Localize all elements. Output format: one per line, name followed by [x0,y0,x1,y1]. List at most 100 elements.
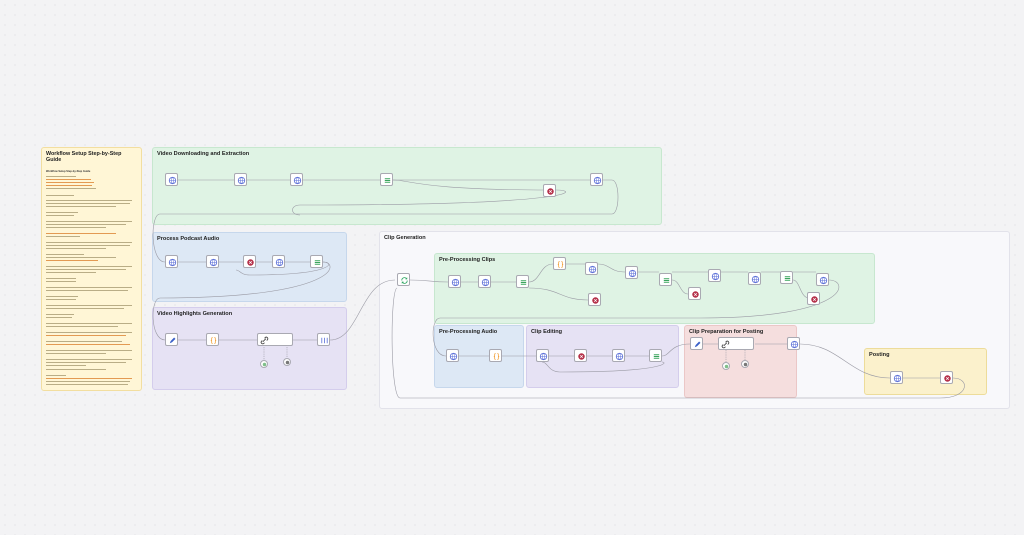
pause-icon [546,187,554,195]
loop-over-items-node[interactable] [397,273,410,286]
video-highlights-note[interactable]: Video Highlights Generation [152,307,347,390]
guide-link-line [46,378,132,380]
branch-icon [314,259,320,265]
http-request-node[interactable] [890,371,903,384]
pre-processing-clips-note[interactable]: Pre-Processing Clips [434,253,875,324]
globe-icon [893,374,901,382]
http-request-node[interactable] [446,349,459,362]
chat-model-subnode[interactable] [260,360,268,368]
if-node[interactable] [380,173,393,186]
section-title: Posting [869,352,890,358]
if-node[interactable] [659,273,672,286]
guide-subtitle: Workflow Setup Step-by-Step Guide [46,170,91,173]
guide-link-line [46,260,98,262]
http-request-node[interactable] [272,255,285,268]
guide-link-line [46,182,94,184]
globe-icon [449,352,457,360]
http-request-node[interactable] [787,337,800,350]
globe-icon [209,258,217,266]
wait-node[interactable] [543,184,556,197]
code-node[interactable] [206,333,219,346]
connection [409,279,449,283]
http-request-node[interactable] [536,349,549,362]
output-parser-subnode[interactable] [283,358,291,366]
link-icon [721,340,729,348]
guide-text-line [46,176,76,178]
download-video-node[interactable] [165,173,178,186]
guide-text-line [46,266,132,268]
code-node[interactable] [489,349,502,362]
guide-text-line [46,212,78,214]
model-icon [262,362,267,367]
wait-node[interactable] [807,292,820,305]
globe-icon [819,276,827,284]
http-request-node[interactable] [748,272,761,285]
chat-model-subnode[interactable] [722,362,730,370]
connection [329,279,396,341]
guide-text-line [46,341,122,343]
guide-link-line [46,233,116,235]
code-node[interactable] [553,257,566,270]
guide-text-line [46,242,132,244]
if-node[interactable] [310,255,323,268]
http-request-node[interactable] [478,275,491,288]
guide-link-line [46,179,91,181]
http-request-node[interactable] [234,173,247,186]
globe-icon [711,272,719,280]
guide-text-line [46,290,128,292]
http-request-node[interactable] [590,173,603,186]
guide-text-line [46,362,126,364]
http-request-node[interactable] [625,266,638,279]
http-request-node[interactable] [448,275,461,288]
section-title: Video Highlights Generation [157,311,233,317]
connection [432,279,840,357]
wait-node[interactable] [574,349,587,362]
guide-text-line [46,375,66,377]
guide-text-line [46,245,130,247]
http-request-node[interactable] [165,255,178,268]
if-node[interactable] [516,275,529,288]
guide-text-line [46,369,106,371]
http-request-node[interactable] [612,349,625,362]
branch-icon [784,275,790,281]
wait-node[interactable] [940,371,953,384]
connection [799,343,940,379]
globe-icon [588,265,596,273]
connection [661,343,787,357]
wait-node[interactable] [688,287,701,300]
globe-icon [168,258,176,266]
http-request-node[interactable] [585,262,598,275]
globe-icon [451,278,459,286]
parser-icon [285,360,290,365]
if-node[interactable] [780,271,793,284]
wait-node[interactable] [243,255,256,268]
ai-agent-node[interactable] [257,333,293,346]
http-request-node[interactable] [317,333,330,346]
video-downloading-note[interactable]: Video Downloading and Extraction [152,147,662,225]
ai-agent-node[interactable] [718,337,754,350]
split-icon [320,337,328,343]
setup-guide-note[interactable]: Workflow Setup Step-by-Step Guide Workfl… [41,147,142,391]
code-braces-icon [210,336,216,344]
pencil-icon [169,337,175,343]
http-request-node[interactable] [708,269,721,282]
http-request-node[interactable] [816,273,829,286]
posting-note[interactable]: Posting [864,348,987,395]
if-node[interactable] [649,349,662,362]
globe-icon [237,176,245,184]
connection [528,287,589,301]
pencil-icon [694,341,700,347]
http-request-node[interactable] [290,173,303,186]
http-request-node[interactable] [206,255,219,268]
connection [152,261,331,341]
edit-fields-node[interactable] [165,333,178,346]
loop-icon [400,276,408,284]
link-icon [260,336,268,344]
edit-fields-node[interactable] [690,337,703,350]
guide-text-line [46,254,84,256]
globe-icon [751,275,759,283]
output-parser-subnode[interactable] [741,360,749,368]
wait-node[interactable] [588,293,601,306]
globe-icon [293,176,301,184]
